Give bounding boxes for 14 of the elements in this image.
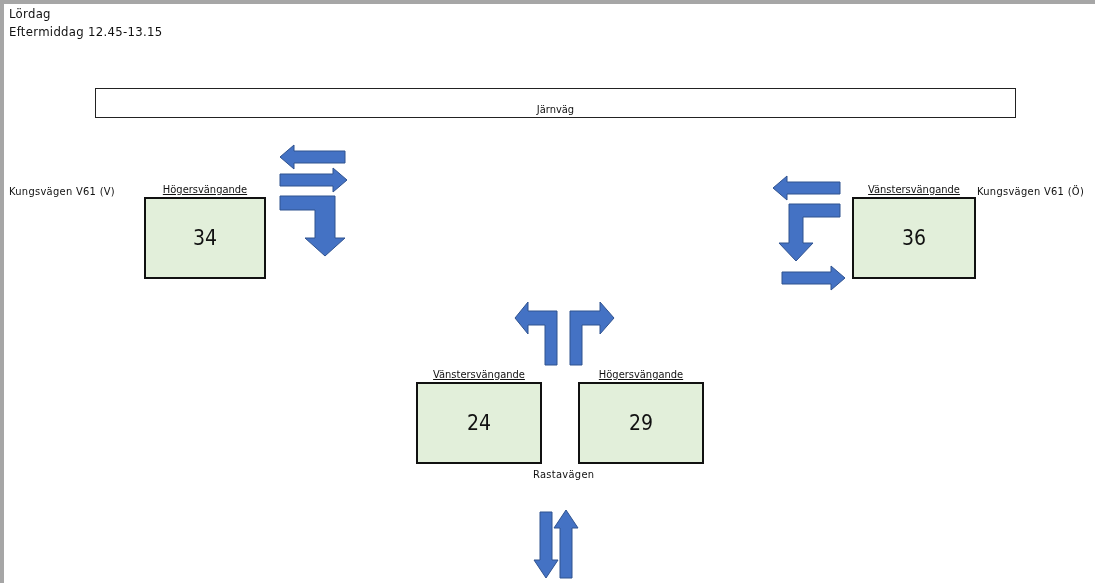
count-value: 29 (628, 411, 653, 435)
lane-heading: Vänstersvängande (867, 183, 961, 197)
lane-heading: Vänstersvängande (432, 368, 526, 382)
road-label: Kungsvägen V61 (Ö) (977, 185, 1085, 198)
count-value: 24 (466, 411, 491, 435)
lane-heading: Högersvängande (161, 183, 249, 197)
road-label: Kungsvägen V61 (V) (9, 185, 116, 198)
count-value: 34 (192, 226, 217, 250)
title: Lördag (9, 6, 51, 21)
railway-box: Järnväg (95, 88, 1016, 118)
lane-heading: Högersvängande (597, 368, 685, 382)
count-value: 36 (901, 226, 926, 250)
subtitle: Eftermiddag 12.45-13.15 (9, 24, 163, 39)
road-label: Rastavägen (533, 468, 595, 481)
